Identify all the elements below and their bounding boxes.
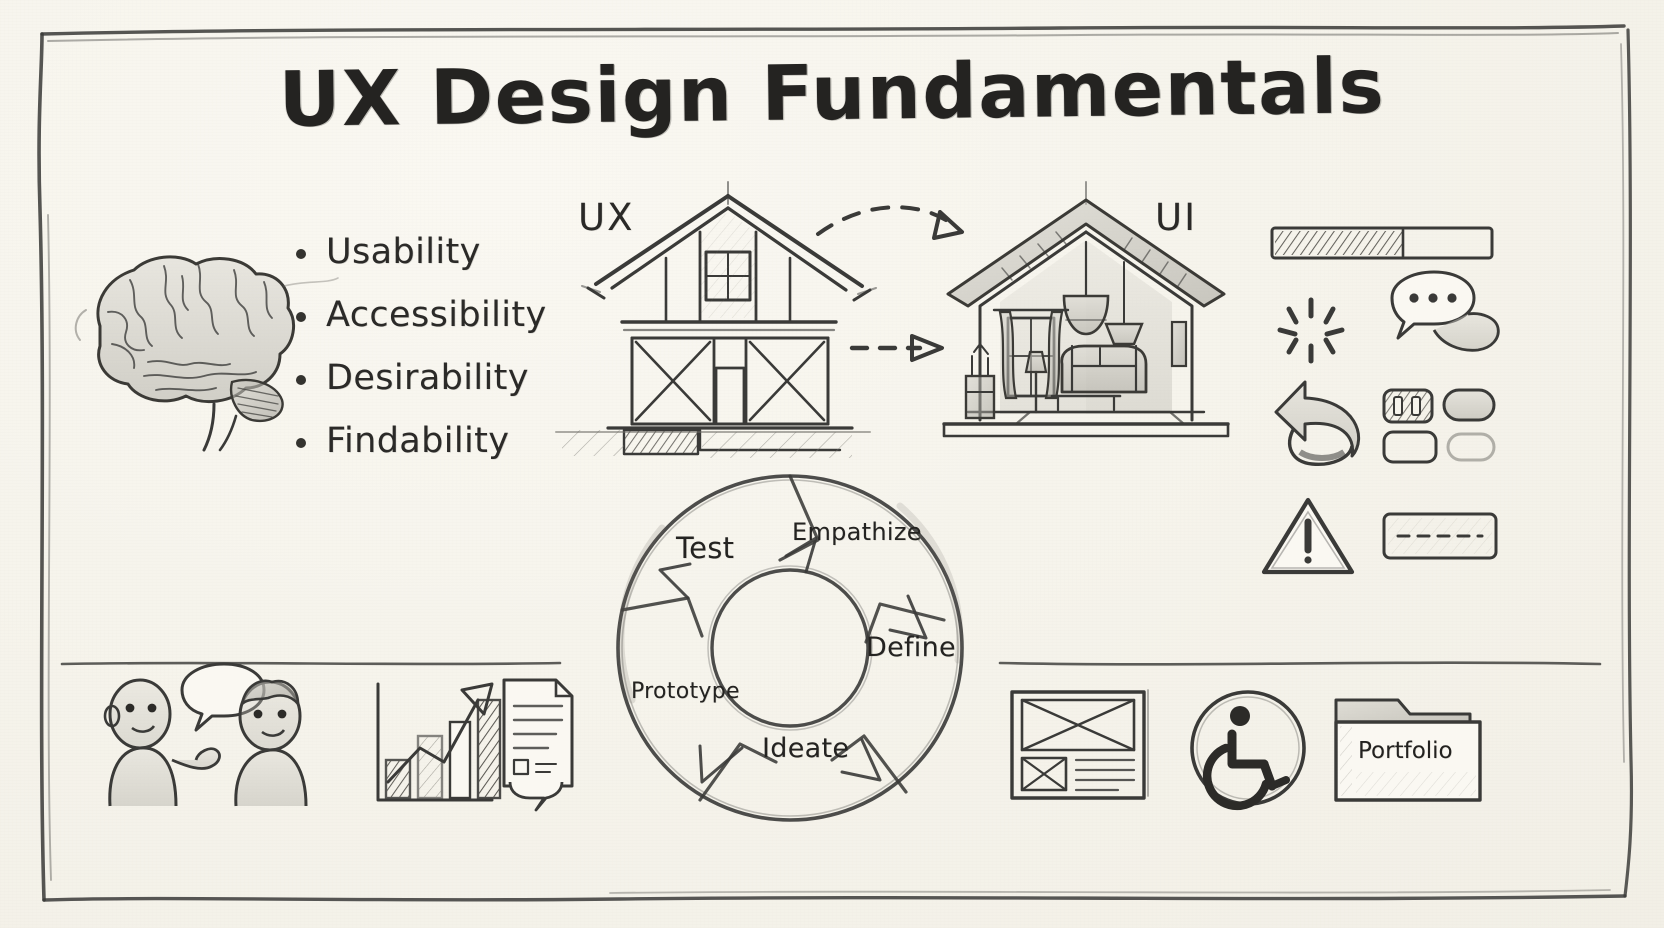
dashed-arrow-bottom: [849, 334, 944, 362]
analytics-chart-sketch: [376, 682, 502, 802]
house-ux-sketch: [555, 181, 877, 458]
list-item: Usability: [296, 232, 547, 272]
brain-sketch: [74, 255, 339, 452]
accessibility-symbol-sketch: [1190, 690, 1306, 811]
cycle-label-ideate: Ideate: [762, 733, 850, 764]
undo-arrow-sketch: [1274, 380, 1361, 466]
cycle-label-prototype: Prototype: [631, 679, 740, 704]
text-input-sketch: [1382, 512, 1498, 560]
button-outline-sketch: [1382, 430, 1438, 464]
research-document-sketch: [502, 678, 574, 812]
portfolio-folder-sketch: [1334, 698, 1482, 802]
cycle-label-empathize: Empathize: [792, 518, 922, 546]
cycle-label-define: Define: [866, 632, 956, 663]
list-item: Accessibility: [296, 295, 547, 335]
section-divider: [60, 661, 1602, 666]
warning-triangle-sketch: [1261, 497, 1355, 575]
list-item: Findability: [296, 421, 547, 461]
ux-pillars-list: Usability Accessibility Desirability Fin…: [296, 232, 547, 484]
cycle-label-test: Test: [676, 531, 735, 565]
chat-bubbles-sketch: [1390, 270, 1500, 352]
toggle-switch-on-sketch: [1382, 388, 1434, 424]
progress-bar-sketch: [1270, 226, 1494, 260]
label-ui: UI: [1155, 196, 1197, 239]
list-item: Desirability: [296, 358, 547, 398]
poster-border: [37, 24, 1634, 902]
button-ghost-sketch: [1446, 432, 1496, 462]
wireframe-sketch: [1010, 689, 1149, 800]
label-ux: UX: [578, 196, 635, 239]
toggle-switch-off-sketch: [1442, 388, 1496, 422]
portfolio-folder-label: Portfolio: [1358, 738, 1453, 764]
dashed-arrow-top: [816, 205, 964, 240]
house-ui-sketch: [942, 181, 1230, 438]
user-interview-sketch: [103, 662, 308, 807]
design-thinking-cycle: [616, 474, 964, 822]
loading-spinner-sketch: [1277, 297, 1345, 364]
